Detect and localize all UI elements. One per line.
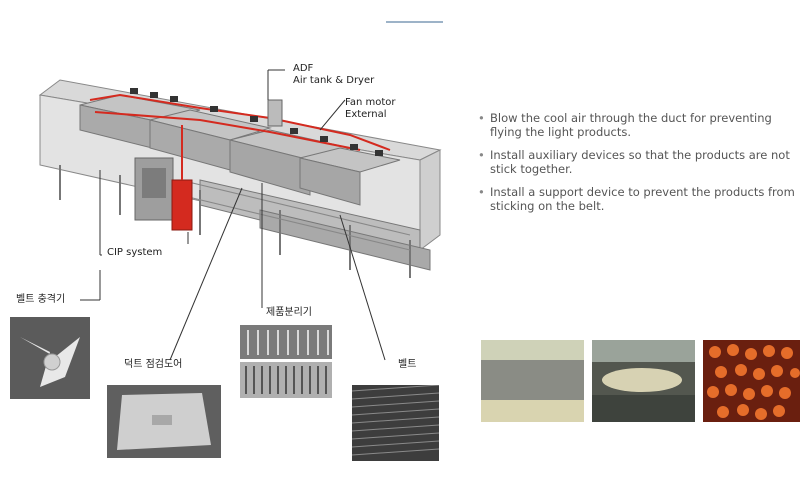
label-product-separator: 제품분리기 [266, 307, 312, 318]
belt-photo [352, 385, 439, 461]
product-photo-2 [592, 340, 695, 422]
feature-list: • Blow the cool air through the duct for… [478, 111, 800, 223]
product-photo-1 [481, 340, 584, 422]
separator-photo-top [240, 325, 332, 359]
duct-door-photo [107, 385, 221, 458]
label-duct-door: 덕트 점검도어 [124, 359, 183, 370]
feature-item: • Install auxiliary devices so that the … [478, 148, 790, 176]
label-adf: ADF [293, 63, 314, 74]
duct-housings [79, 94, 401, 206]
label-external: External [345, 109, 387, 120]
label-fan-motor: Fan motor [345, 97, 396, 108]
cip-tank [171, 179, 193, 231]
feature-item: • Blow the cool air through the duct for… [478, 111, 772, 139]
feature-item: • Install a support device to prevent th… [478, 185, 795, 213]
fan-motors [130, 88, 383, 156]
label-belt-impact: 벨트 충격기 [16, 294, 66, 305]
label-cip: CIP system [107, 247, 163, 258]
label-air-tank: Air tank & Dryer [293, 75, 375, 86]
product-photo-3 [703, 340, 800, 422]
label-belt: 벨트 [398, 359, 417, 370]
title-rule [386, 21, 443, 23]
separator-photo-bottom [240, 362, 332, 398]
belt-impact-photo [10, 317, 90, 399]
